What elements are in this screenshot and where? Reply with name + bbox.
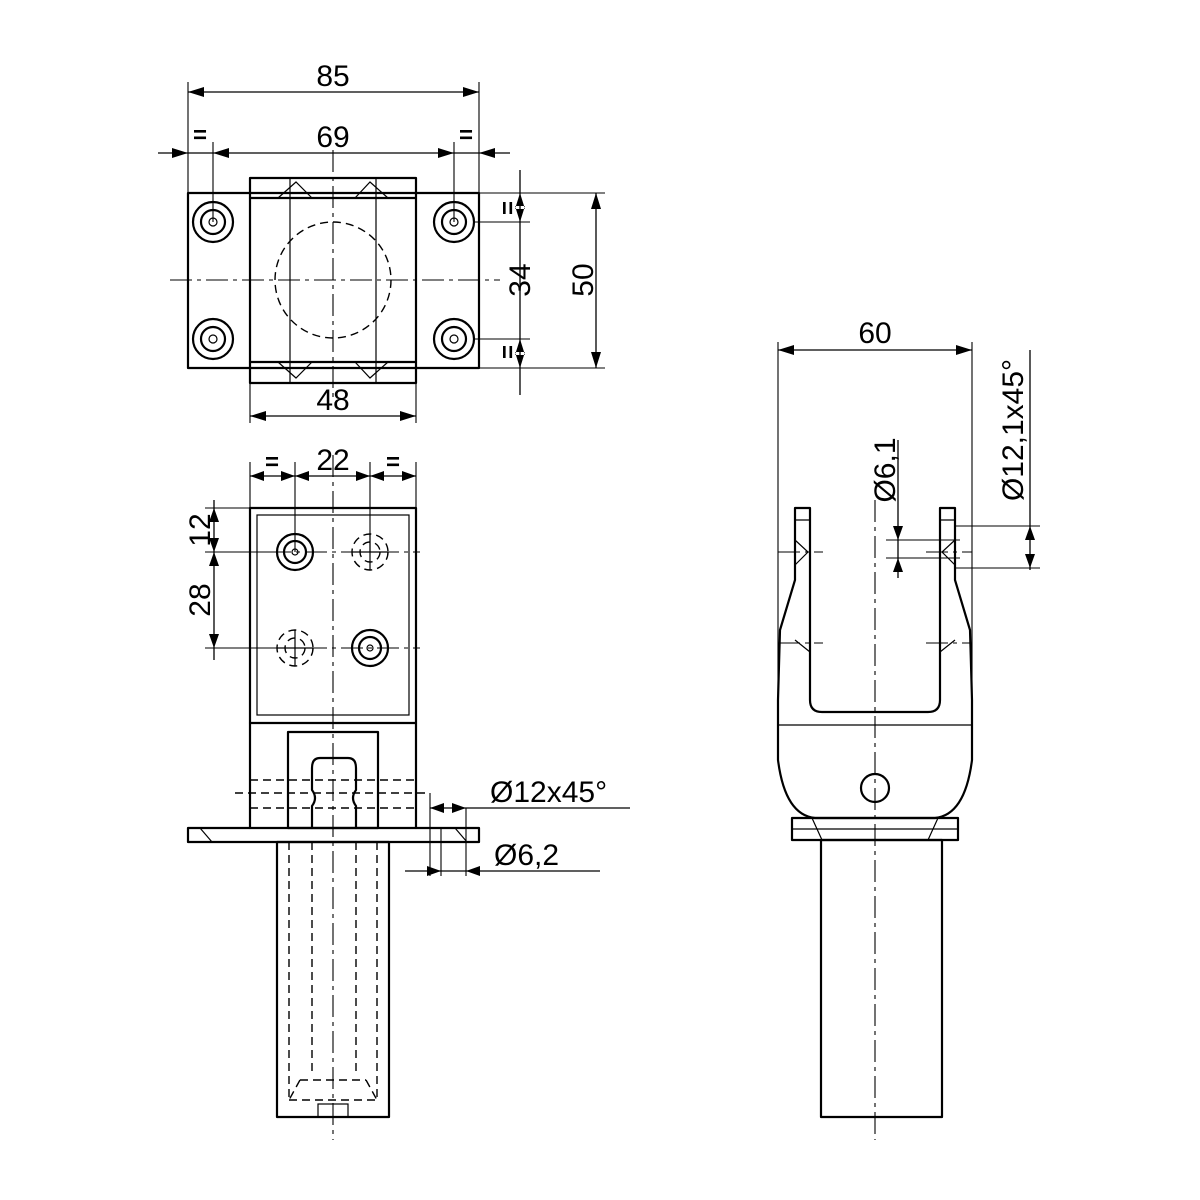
flange-chamfer-marks: [199, 827, 468, 843]
bracket-chamfer-marks: [277, 181, 389, 379]
dim-vertical-extensions: [474, 192, 605, 369]
front-chamfer-label: Ø12x45°: [490, 776, 607, 809]
dim-60-extensions: [777, 342, 973, 700]
front-callout-extensions: [429, 793, 467, 876]
spindle-head: [310, 756, 358, 830]
equal-mark-top-left: =: [193, 122, 207, 149]
top-view: 85 69 = = 34 = = 50 48: [158, 60, 605, 423]
side-hole-dia-label: Ø6,1: [869, 437, 902, 502]
dim-69-label: 69: [316, 121, 349, 154]
hole-front-bottom-left-hidden: [276, 629, 314, 667]
dim-34-label: 34: [504, 263, 537, 296]
dim-22-extensions: [249, 462, 417, 552]
front-view-centerlines: [233, 455, 420, 1140]
front-view: 22 = = 12 28 Ø12x45° Ø6,2: [184, 444, 630, 1140]
dim-69-extensions: [212, 142, 455, 222]
dim-12-1-extensions: [955, 525, 1040, 569]
dim-48-label: 48: [316, 384, 349, 417]
bracket-side-walls: [248, 721, 418, 830]
mounting-hole-bottom-left: [191, 317, 235, 361]
equal-mark-top-right: =: [459, 122, 473, 149]
equal-mark-front-right: =: [386, 449, 400, 476]
dim-28-label: 28: [184, 583, 217, 616]
side-view: 60 Ø6,1 Ø12,1x45°: [776, 317, 1040, 1140]
equal-mark-front-left: =: [265, 449, 279, 476]
front-hole-dia-label: Ø6,2: [494, 839, 559, 872]
dim-12-label: 12: [184, 513, 217, 546]
equal-mark-right-top: =: [495, 201, 522, 215]
equal-mark-right-bottom: =: [495, 345, 522, 359]
mounting-hole-bottom-right: [432, 317, 476, 361]
dim-85-label: 85: [316, 60, 349, 93]
top-view-centerlines: [170, 150, 500, 400]
hole-front-bottom-right: [350, 628, 390, 668]
side-chamfer-label: Ø12,1x45°: [997, 359, 1030, 501]
dim-60-label: 60: [858, 317, 891, 350]
fork-tine-details: [794, 519, 956, 653]
dim-22-label: 22: [316, 444, 349, 477]
dim-85-extensions: [187, 82, 480, 192]
dim-50-label: 50: [567, 263, 600, 296]
dim-6-1-extensions: [886, 539, 960, 559]
dim-vertical-front-extensions: [205, 507, 277, 649]
side-tube: [819, 838, 944, 1119]
